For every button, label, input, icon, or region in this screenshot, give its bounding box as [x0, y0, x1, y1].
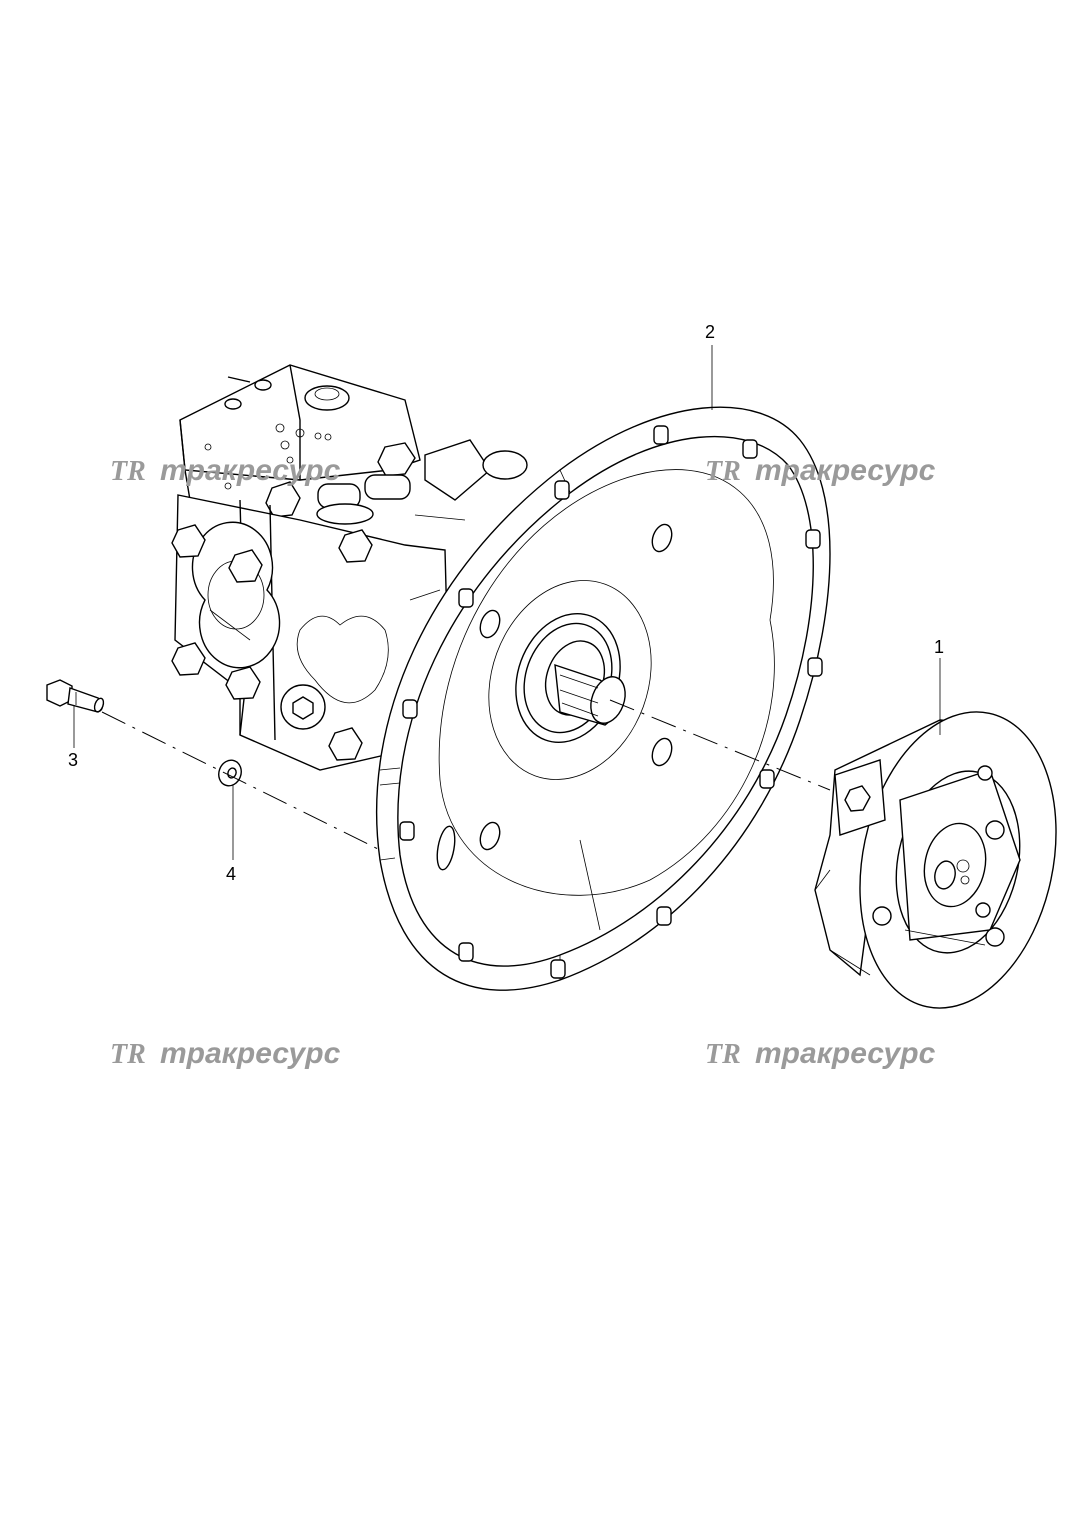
watermark-top-left: TR тракресурс	[110, 454, 341, 487]
watermark-logo: TR	[705, 1039, 741, 1070]
watermark-logo: TR	[705, 456, 741, 487]
callout-number-4: 4	[226, 864, 236, 884]
watermark-logo: TR	[110, 456, 146, 487]
assembly-axis-lines	[101, 699, 831, 851]
callout-number-2: 2	[705, 322, 715, 342]
flange-studs	[399, 425, 823, 979]
adapter-flange-plate	[376, 406, 831, 991]
watermark-text: тракресурс	[755, 454, 936, 487]
watermark-top-right: TR тракресурс	[705, 454, 936, 487]
watermark-logo: TR	[110, 1039, 146, 1070]
callout-number-3: 3	[68, 750, 78, 770]
watermark-text: тракресурс	[755, 1037, 936, 1070]
flexible-coupling	[814, 711, 1057, 1009]
callout-leaders	[73, 345, 941, 860]
watermark-text: тракресурс	[160, 1037, 341, 1070]
callout-number-1: 1	[934, 637, 944, 657]
bolt	[46, 679, 105, 713]
washer	[218, 759, 242, 787]
hydraulic-pump-body	[171, 364, 528, 771]
watermark-bottom-left: TR тракресурс	[110, 1037, 341, 1070]
watermark-bottom-right: TR тракресурс	[705, 1037, 936, 1070]
watermark-text: тракресурс	[160, 454, 341, 487]
